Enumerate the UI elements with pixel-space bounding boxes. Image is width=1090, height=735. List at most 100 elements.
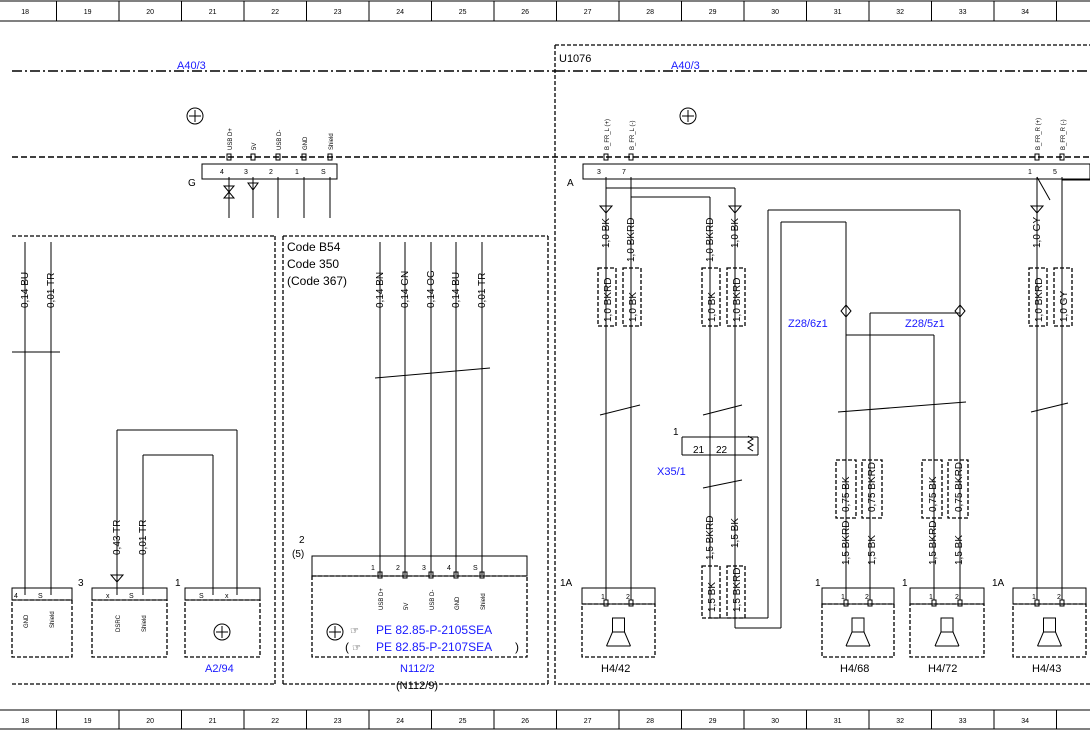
bl-pin-dsrc: DSRC xyxy=(116,614,122,632)
pin-name: Shield xyxy=(329,133,335,150)
wire-label-0-01-tr: 0,01 TR xyxy=(46,273,57,308)
speaker-conn-1b: 1 xyxy=(902,578,908,589)
wire-1-0-bk-2: 1,0 BK xyxy=(730,218,741,248)
pin-name: GND xyxy=(455,596,461,610)
wire-label-0-01-tr-b: 0,01 TR xyxy=(138,520,149,555)
conn-1-0-gy: 1,0 GY xyxy=(1059,291,1070,322)
speaker-icon xyxy=(845,617,871,647)
pin-number: 2 xyxy=(865,594,869,601)
wire-1-5-bkrd-c: 1,5 BKRD xyxy=(928,521,939,565)
pin-number: S xyxy=(321,169,326,176)
pin-terminal xyxy=(479,571,485,579)
pin-terminal xyxy=(957,599,963,607)
ruler-number: 26 xyxy=(521,718,529,725)
pin-number: S xyxy=(473,565,478,572)
wire-1-0-bkrd-2: 1,0 BKRD xyxy=(705,218,716,262)
pin-terminal xyxy=(1034,599,1040,607)
pin-number: 5 xyxy=(1053,169,1057,176)
pin-number: 1 xyxy=(371,565,375,572)
ruler-number: 34 xyxy=(1021,718,1029,725)
conn-1-0-bkrd-b: 1,0 BKRD xyxy=(732,278,743,322)
pin-name: 5V xyxy=(404,603,410,610)
x35-pin1: 1 xyxy=(673,427,679,438)
pin-number: 2 xyxy=(396,565,400,572)
pin-number: 2 xyxy=(1057,594,1061,601)
wire-label-0-43-tr: 0,43 TR xyxy=(112,520,123,555)
speaker-icon xyxy=(606,617,631,647)
conn-3: 3 xyxy=(78,578,84,589)
right-wires xyxy=(598,176,1090,629)
ref-pe-2105[interactable]: PE 82.85-P-2105SEA xyxy=(376,623,492,637)
wire-0-75-bkrd-b: 0,75 BKRD xyxy=(954,462,965,512)
wire-1-5-bkrd-b: 1,5 BKRD xyxy=(841,521,852,565)
x35-pin22: 22 xyxy=(716,445,728,456)
ruler-number: 27 xyxy=(584,718,592,725)
wire-1-5-bk-c: 1,5 BK xyxy=(954,535,965,565)
ref-pe-2107[interactable]: PE 82.85-P-2107SEA xyxy=(376,640,492,654)
pin-terminal xyxy=(250,153,256,161)
splice-z28-6z1: Z28/6z1 xyxy=(788,318,828,330)
ruler-number: 34 xyxy=(1021,9,1029,16)
wire-0-75-bk-b: 0,75 BK xyxy=(928,476,939,512)
pin-number: 2 xyxy=(955,594,959,601)
pin-terminal xyxy=(402,571,408,579)
bl-pin-s3: S xyxy=(199,593,204,600)
pin-terminal xyxy=(1059,153,1065,161)
pin-name: B_FR_L (-) xyxy=(630,121,636,150)
pin-terminal xyxy=(603,599,609,607)
n112-sublabel: (N112/9) xyxy=(396,680,438,692)
pin-terminal xyxy=(843,599,849,607)
bottom-left-connectors xyxy=(11,587,261,658)
conn-1-0-bkrd-c: 1,0 BKRD xyxy=(1034,278,1045,322)
ruler-number: 20 xyxy=(146,9,154,16)
pin-name: USB D+ xyxy=(379,588,385,610)
ruler-number: 18 xyxy=(21,718,29,725)
h4-72-label: H4/72 xyxy=(928,663,957,675)
wire-0-14-gn: 0,14 GN xyxy=(400,271,411,308)
ruler-number: 18 xyxy=(21,9,29,16)
wire-0-75-bk-a: 0,75 BK xyxy=(841,476,852,512)
hand-icon-1: ☞ xyxy=(350,626,359,637)
h4-43-label: H4/43 xyxy=(1032,663,1061,675)
pin-terminal xyxy=(628,599,634,607)
ref-close-paren: ) xyxy=(515,640,519,654)
ruler-number: 28 xyxy=(646,9,654,16)
wire-1-5-bk-b: 1,5 BK xyxy=(867,535,878,565)
ruler-number: 31 xyxy=(834,718,842,725)
pin-name: 5V xyxy=(252,143,258,150)
ruler-number: 29 xyxy=(709,9,717,16)
bl-pin-s2: S xyxy=(129,593,134,600)
hand-icon-2: ☞ xyxy=(352,643,361,654)
pin-name: B_FR_L (+) xyxy=(605,119,611,150)
n112-conn-5: (5) xyxy=(292,549,304,560)
conn-1-0-bk-b: 1,0 BK xyxy=(707,292,718,322)
pin-terminal xyxy=(275,153,281,161)
control-unit-icon-right xyxy=(679,107,697,125)
wire-1-5-bkrd-a: 1,5 BKRD xyxy=(705,516,716,560)
pin-number: 2 xyxy=(626,594,630,601)
bl-pin-shield: Shield xyxy=(50,611,56,628)
wire-1-5-bk-a: 1,5 BK xyxy=(730,518,741,548)
pin-terminal xyxy=(327,153,333,161)
x35-label: X35/1 xyxy=(657,466,686,478)
bl-pin-4: 4 xyxy=(14,593,18,600)
conn-1-5-bk: 1,5 BK xyxy=(707,582,718,612)
speaker-conn-1a2: 1A xyxy=(992,578,1005,589)
pin-terminal xyxy=(603,153,609,161)
speaker-conn-1: 1 xyxy=(815,578,821,589)
pin-number: 3 xyxy=(244,169,248,176)
code-350: Code 350 xyxy=(287,257,339,271)
pin-number: 4 xyxy=(220,169,224,176)
pin-number: 4 xyxy=(447,565,451,572)
ref-open-paren: ( xyxy=(345,640,349,654)
pin-number: 3 xyxy=(422,565,426,572)
g-label: G xyxy=(188,178,196,189)
n112-label: N112/2 xyxy=(400,663,435,675)
